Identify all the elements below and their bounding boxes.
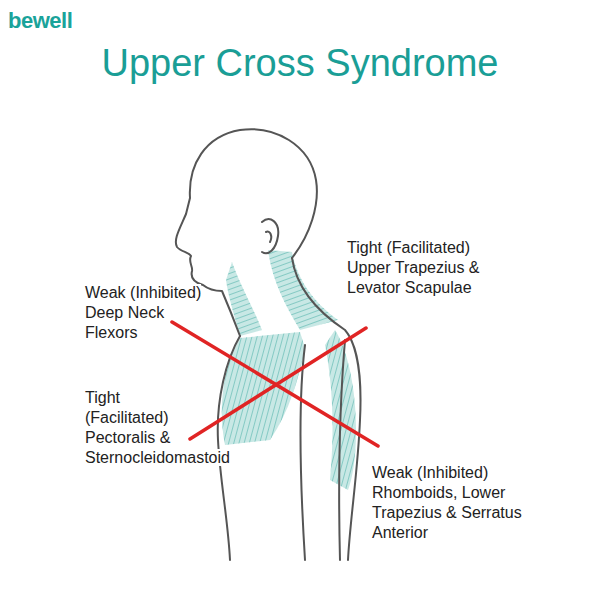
title: Upper Cross Syndrome: [0, 40, 600, 86]
ear: [262, 219, 278, 253]
muscle-label-box: Weak (Inhibited) Rhomboids, Lower Trapez…: [372, 463, 522, 543]
cross-lines: [172, 322, 378, 446]
chest-outline: [218, 336, 240, 560]
back-outline: [292, 258, 360, 560]
scm-muscle: [226, 262, 262, 336]
body-outline: [176, 129, 361, 560]
muscle-label-box: Weak (Inhibited) Deep Neck Flexors: [85, 283, 215, 343]
logo: bewell: [8, 8, 72, 33]
muscle-label-box: Tight (Facilitated) Upper Trapezius & Le…: [347, 238, 507, 298]
logo-box: bewell: [8, 8, 128, 34]
muscle-label: Tight (Facilitated) Upper Trapezius & Le…: [347, 239, 480, 296]
muscle-shading: [222, 250, 356, 490]
cross-line: [172, 322, 378, 446]
muscle-label-box: Tight (Facilitated) Pectoralis & Sternoc…: [85, 388, 195, 468]
head-outline: [176, 129, 317, 336]
arm-back: [339, 340, 345, 560]
muscle-label: Weak (Inhibited) Deep Neck Flexors: [85, 284, 201, 341]
muscle-label: Weak (Inhibited) Rhomboids, Lower Trapez…: [372, 464, 522, 541]
arm-front: [300, 345, 305, 560]
scm-fibres: [226, 262, 262, 336]
cross-line: [190, 328, 366, 439]
ear-inner: [266, 232, 271, 242]
